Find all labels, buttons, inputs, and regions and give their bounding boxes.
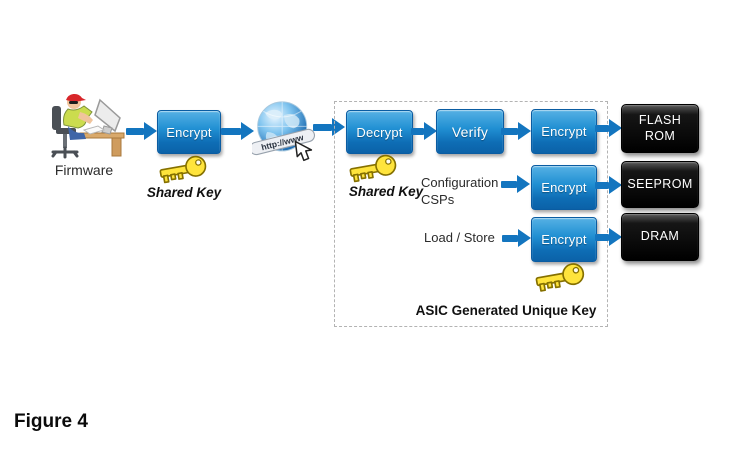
shared-key-label-asic: Shared Key (348, 184, 424, 199)
decrypt-label: Decrypt (356, 124, 403, 140)
encrypt-row3-label: Encrypt (541, 232, 587, 247)
firmware-clipart (44, 86, 128, 162)
asic-boundary-box (334, 101, 608, 327)
shared-key-icon (348, 152, 400, 186)
arrow-encrypt-to-seeprom (595, 176, 622, 194)
encrypt-row2-label: Encrypt (541, 180, 587, 195)
hand-cursor-icon (294, 140, 313, 162)
dram-chip: DRAM (621, 213, 699, 261)
dram-label: DRAM (640, 229, 680, 244)
encrypt-row1-label: Encrypt (541, 124, 587, 139)
arrow-config-to-encrypt (501, 175, 530, 193)
arrow-encrypt-to-internet (221, 122, 254, 140)
firmware-label: Firmware (54, 162, 114, 178)
developer-at-desk-icon (51, 93, 125, 159)
arrow-loadstore-to-encrypt (502, 229, 531, 247)
seeprom-chip: SEEPROM (621, 161, 699, 208)
configuration-csps-label: Configuration CSPs (421, 175, 513, 209)
flash-rom-chip: FLASH ROM (621, 104, 699, 153)
encrypt-sender-box: Encrypt (157, 110, 221, 154)
verify-box: Verify (436, 109, 504, 154)
encrypt-sender-label: Encrypt (166, 124, 212, 140)
configuration-line2: CSPs (421, 191, 455, 207)
arrow-firmware-to-encrypt (126, 122, 157, 140)
arrow-internet-to-decrypt (313, 118, 345, 136)
flash-rom-line2: ROM (644, 128, 676, 143)
arrow-encrypt-to-flashrom (595, 119, 622, 137)
encrypt-row2-box: Encrypt (531, 165, 597, 210)
load-store-label: Load / Store (424, 230, 495, 245)
configuration-line1: Configuration (421, 175, 499, 190)
figure-caption: Figure 4 (14, 411, 88, 432)
verify-label: Verify (451, 123, 489, 140)
arrow-decrypt-to-verify (411, 122, 437, 140)
encrypt-row1-box: Encrypt (531, 109, 597, 154)
decrypt-box: Decrypt (346, 110, 413, 154)
encrypt-row3-box: Encrypt (531, 217, 597, 262)
arrow-encrypt-to-dram (595, 228, 622, 246)
asic-key-label: ASIC Generated Unique Key (415, 303, 597, 318)
arrow-verify-to-encrypt (501, 122, 531, 140)
seeprom-label: SEEPROM (627, 176, 693, 191)
flash-rom-line1: FLASH (638, 112, 682, 127)
internet-globe-icon: http://www (252, 100, 318, 166)
asic-unique-key-icon (534, 260, 588, 296)
shared-key-icon (158, 153, 210, 187)
shared-key-label: Shared Key (146, 185, 222, 200)
